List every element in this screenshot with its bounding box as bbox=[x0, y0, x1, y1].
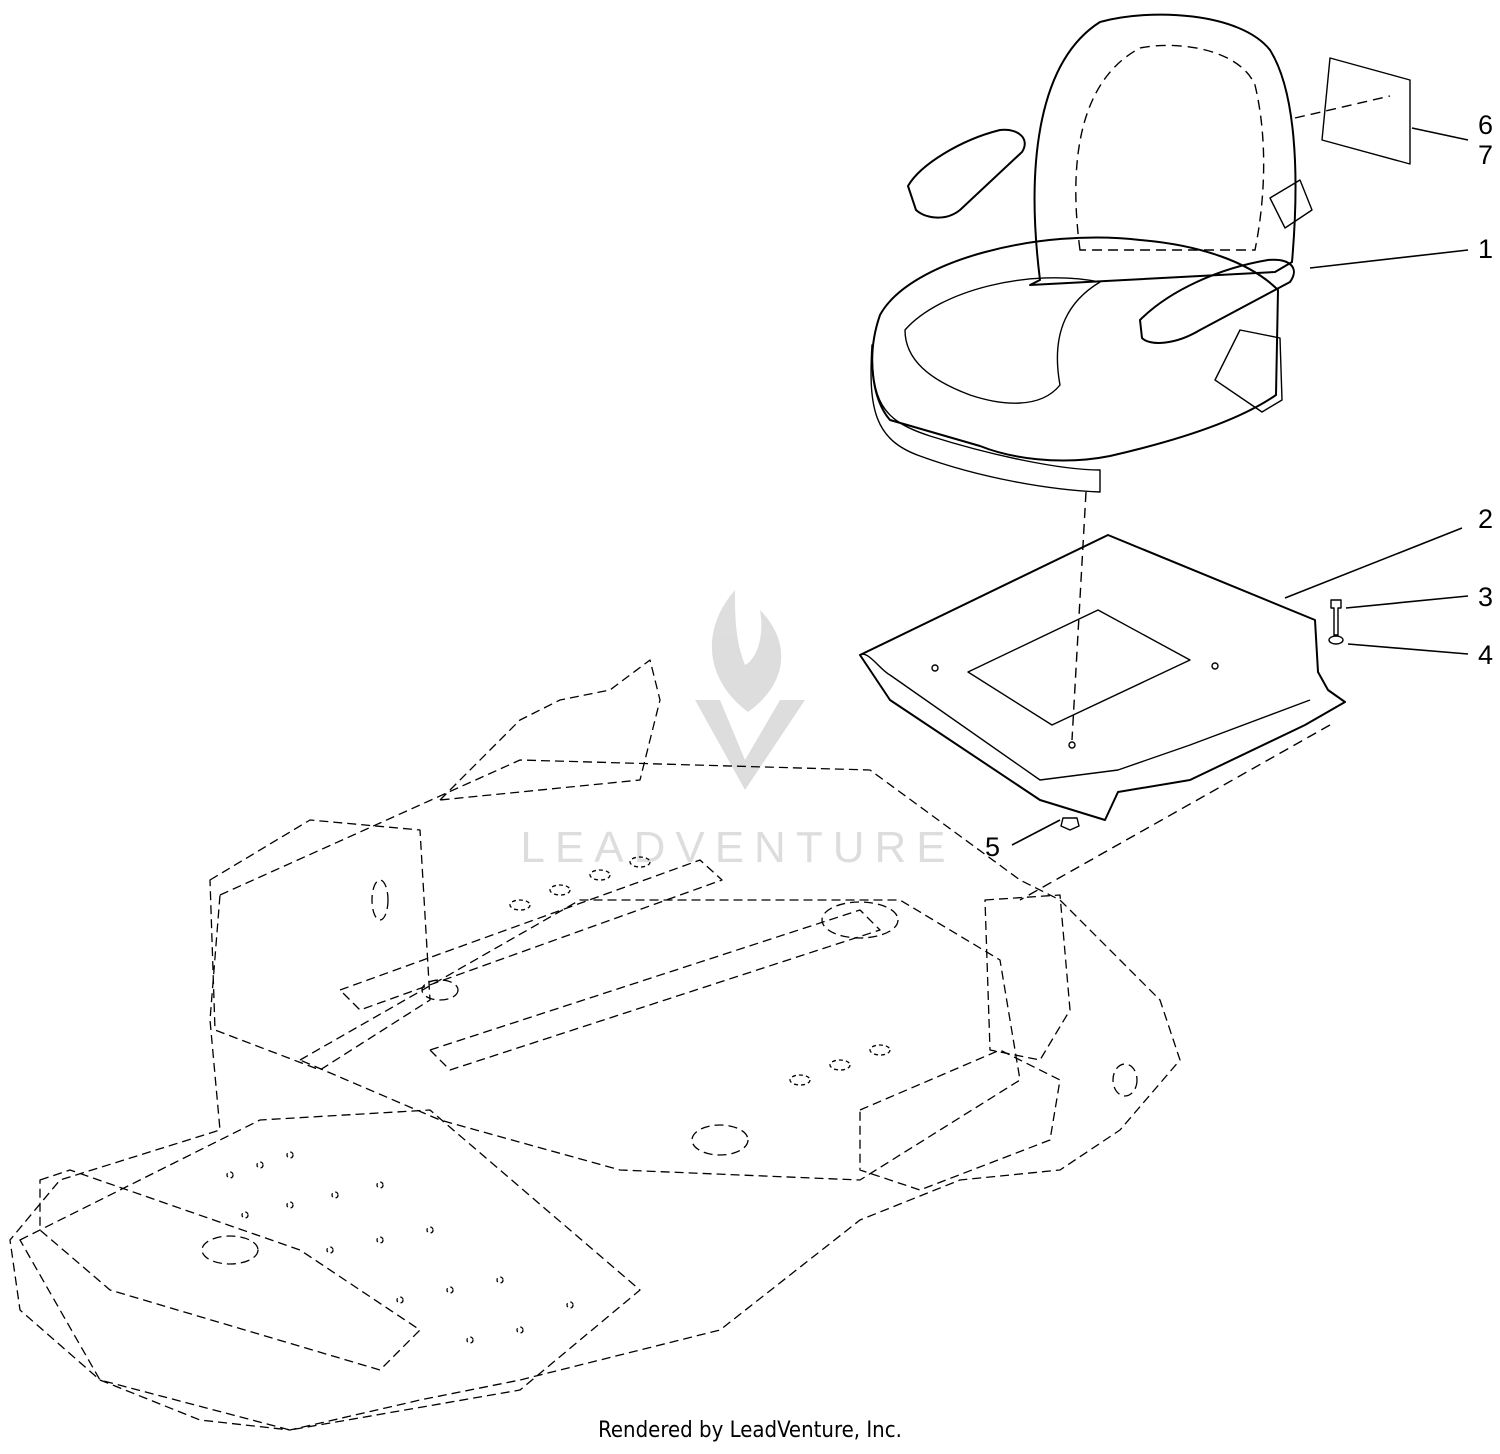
watermark-text: LEADVENTURE bbox=[520, 823, 955, 872]
left-side-plate bbox=[209, 819, 431, 1071]
leader-3 bbox=[1345, 595, 1469, 609]
deck-hole bbox=[396, 1296, 404, 1304]
deck-hole bbox=[376, 1236, 384, 1244]
base-plate-lip bbox=[859, 653, 1311, 781]
watermark-v-mark bbox=[695, 700, 805, 790]
rear-hitch-plate bbox=[859, 1049, 1061, 1191]
leader-2 bbox=[1284, 527, 1463, 599]
crossmember-slot bbox=[869, 1044, 891, 1056]
base-plate-cutout bbox=[967, 609, 1191, 726]
base-plate-top bbox=[859, 534, 1346, 821]
leader-lines bbox=[1011, 127, 1469, 846]
crossmember-slot bbox=[549, 884, 571, 896]
lower-crossmember bbox=[429, 909, 881, 1071]
left-armrest bbox=[907, 128, 1026, 219]
side-plate-hole bbox=[1112, 1063, 1138, 1097]
side-plate-slot bbox=[371, 879, 389, 921]
callout-2: 2 bbox=[1478, 504, 1493, 534]
frame-outline bbox=[9, 759, 1181, 1431]
deck-hole bbox=[446, 1286, 454, 1294]
deck-hole bbox=[256, 1161, 264, 1169]
deck-cup-holder bbox=[201, 1235, 259, 1265]
crossmember-slot bbox=[829, 1059, 851, 1071]
deck-hole bbox=[496, 1276, 504, 1284]
deck-hole bbox=[566, 1301, 574, 1309]
bolt bbox=[1330, 599, 1342, 636]
base-to-frame-alignment-line bbox=[1019, 724, 1331, 901]
callout-1: 1 bbox=[1478, 234, 1493, 264]
seat-cushion-contour bbox=[904, 277, 1101, 404]
callout-7: 7 bbox=[1478, 140, 1493, 170]
decal-alignment-line bbox=[1294, 95, 1391, 119]
callout-labels: 6 7 1 2 3 4 5 bbox=[985, 110, 1493, 862]
deck-hole bbox=[241, 1211, 249, 1219]
frame-round-hole-2 bbox=[691, 1124, 749, 1156]
armrest-hinge bbox=[1269, 179, 1313, 229]
render-credit: Rendered by LeadVenture, Inc. bbox=[598, 1418, 902, 1443]
front-bumper bbox=[39, 1169, 421, 1371]
mount-hole-3 bbox=[1068, 741, 1076, 749]
right-armrest bbox=[1139, 258, 1295, 344]
nut bbox=[1060, 817, 1080, 831]
deck-hole bbox=[466, 1336, 474, 1344]
decal-plate bbox=[1321, 57, 1411, 165]
deck-hole bbox=[286, 1201, 294, 1209]
seat-backrest bbox=[1029, 13, 1297, 286]
leader-6-7 bbox=[1411, 127, 1469, 141]
watermark-flame-icon bbox=[711, 590, 782, 712]
callout-3: 3 bbox=[1478, 582, 1493, 612]
seat-mount-alignment-line bbox=[1071, 491, 1087, 741]
deck-hole bbox=[286, 1151, 294, 1159]
right-upright bbox=[984, 894, 1071, 1061]
seat-cushion-side bbox=[870, 344, 1101, 493]
frame-round-hole-3 bbox=[421, 979, 459, 1001]
deck-hole bbox=[326, 1246, 334, 1254]
seat-bracket bbox=[1214, 329, 1283, 413]
leader-1 bbox=[1309, 249, 1469, 269]
deck-hole bbox=[331, 1191, 339, 1199]
mount-hole-2 bbox=[1211, 662, 1219, 670]
deck-hole bbox=[426, 1226, 434, 1234]
watermark: LEADVENTURE bbox=[520, 590, 955, 872]
callout-6: 6 bbox=[1478, 110, 1493, 140]
left-fender-tab bbox=[439, 659, 661, 801]
callout-5: 5 bbox=[985, 832, 1000, 862]
seat-base-plate bbox=[859, 534, 1346, 821]
frame-round-hole-1 bbox=[821, 901, 899, 939]
deck-hole bbox=[516, 1326, 524, 1334]
crossmember-slot bbox=[509, 899, 531, 911]
upper-crossmember bbox=[339, 859, 723, 1011]
washer bbox=[1328, 635, 1344, 645]
crossmember-slot bbox=[789, 1074, 811, 1086]
leader-5 bbox=[1011, 819, 1061, 846]
seat-cushion bbox=[871, 236, 1279, 462]
chassis-frame bbox=[9, 659, 1181, 1431]
backrest-panel-outline bbox=[1075, 44, 1265, 251]
callout-4: 4 bbox=[1478, 640, 1493, 670]
front-step-deck bbox=[19, 1109, 641, 1431]
deck-hole bbox=[226, 1171, 234, 1179]
crossmember-slot bbox=[629, 856, 651, 868]
mount-hole-1 bbox=[931, 664, 939, 672]
deck-hole bbox=[376, 1181, 384, 1189]
seat-pan-outline bbox=[299, 899, 1021, 1181]
seat-assembly bbox=[870, 13, 1313, 493]
leader-4 bbox=[1347, 643, 1469, 655]
crossmember-slot bbox=[589, 869, 611, 881]
